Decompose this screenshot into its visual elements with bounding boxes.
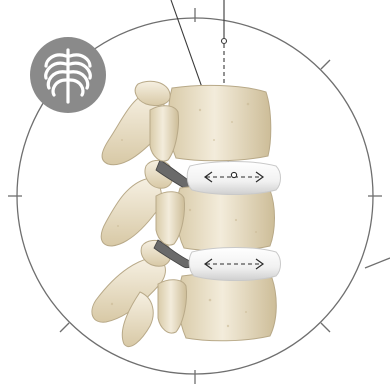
vertebra-upper [169,85,271,160]
vertebra-lower [179,273,277,341]
intervertebral-disc-upper [187,162,280,195]
vertebral-bodies [150,85,276,340]
outer-arc [365,258,390,268]
rib-cage-icon [30,37,106,113]
intervertebral-disc-lower [189,248,280,281]
vertebra-middle [177,185,275,251]
leader-dot [222,39,227,44]
disc-center-dot [231,172,236,177]
